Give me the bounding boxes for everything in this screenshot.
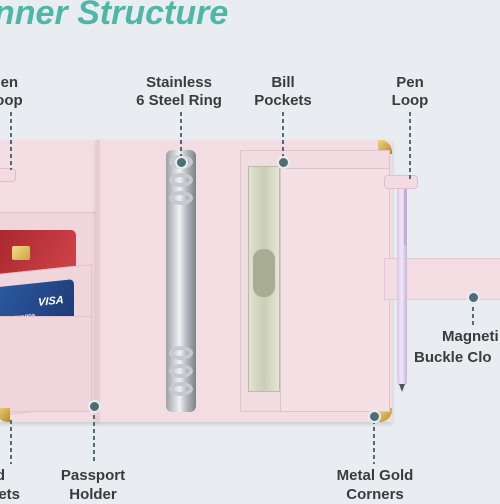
leader-card-pockets: [10, 420, 12, 464]
label-line: Buckle Clo: [414, 349, 492, 366]
pen-loop-right: [384, 175, 418, 189]
leader-stainless-ring: [180, 112, 182, 160]
label-card-pockets: rd kets: [0, 466, 30, 504]
label-line: rd: [0, 467, 5, 484]
marker-metal-gold-corners: [368, 410, 381, 423]
label-pen-loop-left: Pen Loop: [0, 74, 23, 110]
label-line: Holder: [69, 486, 117, 503]
marker-magnetic-buckle: [467, 291, 480, 304]
visa-logo: VISA: [38, 294, 64, 309]
steel-ring-5: [169, 364, 193, 378]
marker-bill-pockets: [277, 156, 290, 169]
bill-portrait: [253, 249, 275, 297]
steel-ring-6: [169, 382, 193, 396]
leader-magnetic-buckle: [472, 300, 474, 326]
label-line: Corners: [346, 486, 404, 503]
pen-loop-left: [0, 168, 16, 182]
label-metal-gold-corners: Metal Gold Corners: [330, 466, 420, 504]
label-line: kets: [0, 486, 21, 503]
label-line: Stainless: [146, 74, 212, 91]
pen-clip: [404, 185, 407, 245]
passport-holder-pocket: [0, 316, 92, 412]
steel-ring-4: [169, 346, 193, 360]
headline-text: nner Structure: [0, 0, 229, 32]
leader-metal-gold-corners: [373, 420, 375, 464]
label-passport-holder: Passport Holder: [52, 466, 134, 504]
label-magnetic-buckle: Magneti Buckle Clo: [414, 326, 500, 368]
leader-pen-loop-right: [409, 112, 411, 182]
bill-pocket-flap: [280, 168, 390, 412]
dollar-bill: [248, 166, 280, 392]
label-line: Magneti: [442, 328, 499, 345]
label-line: Loop: [0, 92, 23, 109]
label-line: 6 Steel Ring: [136, 92, 222, 109]
panel-spine-edge: [96, 140, 100, 422]
leader-passport-holder: [93, 408, 95, 464]
steel-ring-3: [169, 191, 193, 205]
leader-pen-loop-left: [10, 112, 12, 170]
pen: [397, 178, 407, 386]
marker-stainless-ring: [175, 156, 188, 169]
label-line: Metal Gold: [336, 467, 414, 484]
label-line: Pen: [396, 74, 424, 91]
card-chip-icon: [12, 246, 30, 260]
steel-ring-2: [169, 173, 193, 187]
gold-corner-bottom-left: [0, 408, 10, 422]
label-line: Pockets: [254, 92, 312, 109]
marker-passport-holder: [88, 400, 101, 413]
pen-tip: [399, 384, 405, 392]
label-line: Bill: [271, 74, 295, 91]
label-line: Passport: [60, 467, 126, 484]
label-line: Loop: [391, 92, 429, 109]
label-pen-loop-right: Pen Loop: [382, 74, 438, 110]
label-line: Pen: [0, 74, 19, 91]
label-bill-pockets: Bill Pockets: [246, 74, 320, 110]
label-stainless-ring: Stainless 6 Steel Ring: [130, 74, 228, 110]
leader-bill-pockets: [282, 112, 284, 160]
